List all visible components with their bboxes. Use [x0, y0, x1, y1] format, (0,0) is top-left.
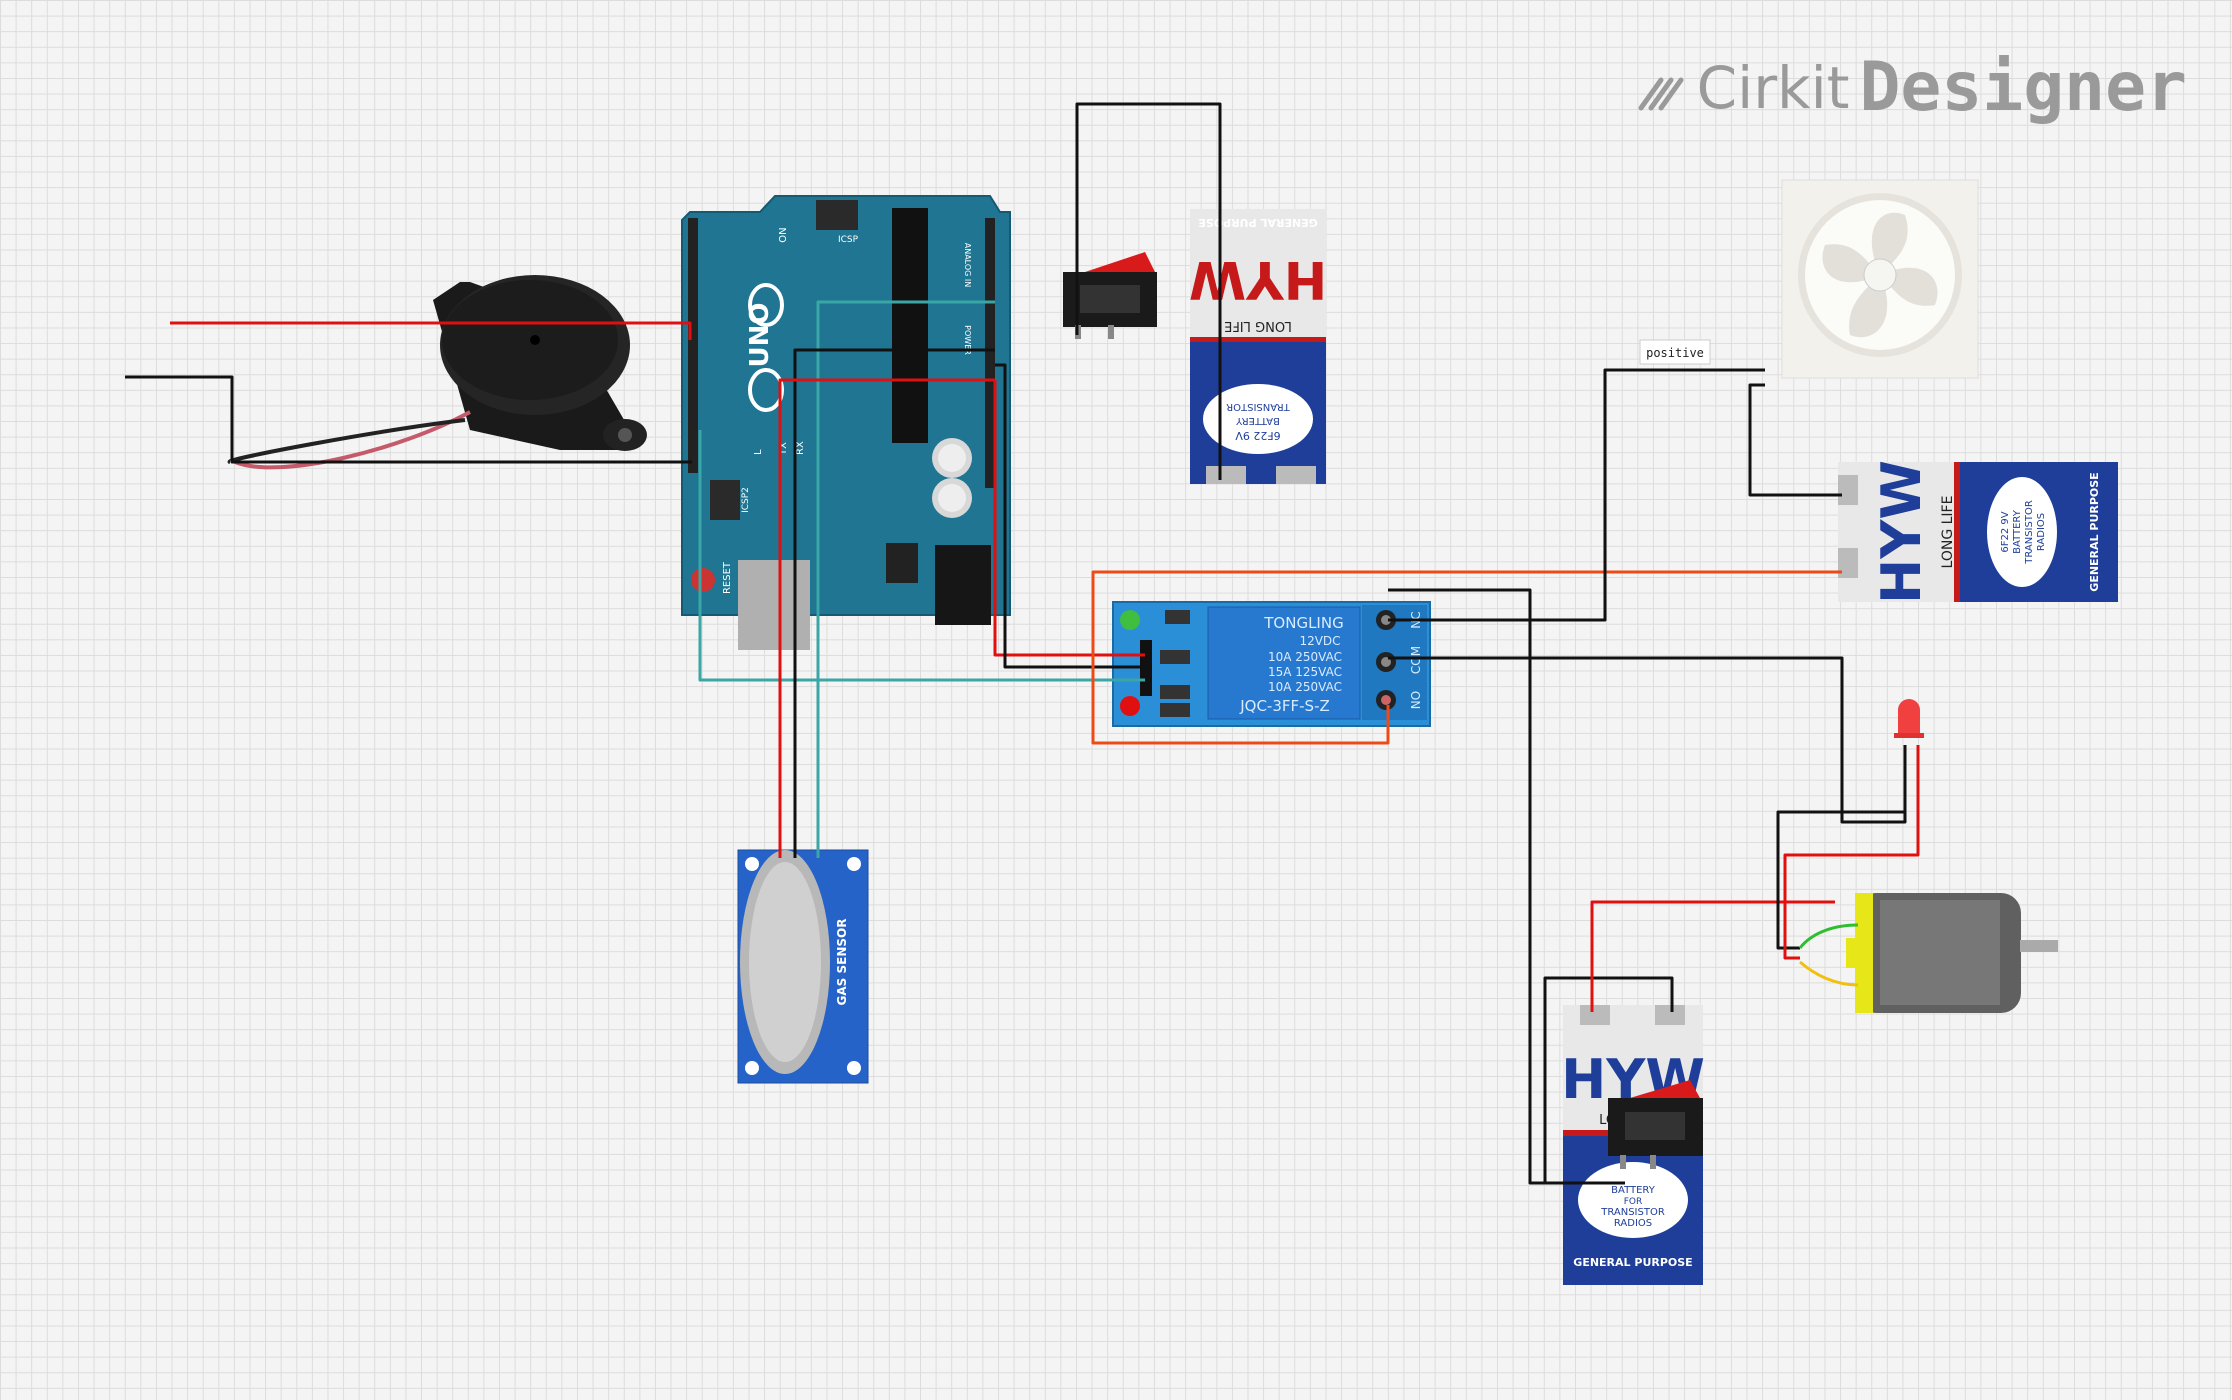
wire-teal-a0-gas[interactable] — [816, 300, 995, 858]
cirkit-brand-text: Cirkit — [1696, 53, 1850, 122]
net-label-positive-text: positive — [1646, 346, 1704, 360]
rocker-switch-2[interactable] — [1608, 1080, 1703, 1169]
wire-relay-com-switch2[interactable] — [1388, 588, 1625, 1185]
battery-top-spec: 6F22 9V — [1235, 429, 1281, 442]
relay-rating-1: 12VDC — [1299, 634, 1340, 648]
wire-5v-gas[interactable] — [778, 378, 995, 858]
net-label-positive[interactable]: positive — [1639, 339, 1711, 365]
wire-motor-led-black[interactable] — [1776, 810, 1905, 950]
wire-motor-yellow[interactable] — [1799, 960, 1859, 987]
arduino-l-label: L — [753, 449, 764, 455]
relay-terminal-no: NO — [1409, 691, 1423, 709]
battery-top-spec2: BATTERY — [1235, 415, 1280, 426]
wire-relay-vcc[interactable] — [993, 380, 1145, 657]
wire-relay-com-motor[interactable] — [1388, 656, 1907, 824]
battery-right-spec5: RADIOS — [2036, 513, 2047, 551]
battery-right-spec2: BATTERY — [2012, 509, 2023, 554]
cirkit-designer-logo: Cirkit Designer — [1635, 48, 2187, 127]
wire-battery-switch2[interactable] — [1543, 976, 1674, 1183]
battery-bottom-spec5: RADIOS — [1614, 1218, 1652, 1229]
wire-orange-battery-relay[interactable] — [1091, 570, 1842, 745]
arduino-on-label: ON — [778, 227, 789, 242]
wires — [125, 102, 1920, 1185]
wire-teal-relay-in[interactable] — [698, 430, 1145, 682]
arduino-power-label: POWER — [963, 325, 972, 355]
dc-motor[interactable] — [1846, 893, 2058, 1013]
battery-bottom-spec2: BATTERY — [1611, 1185, 1656, 1196]
relay-module[interactable]: TONGLING 12VDC 10A 250VAC 15A 125VAC 10A… — [1112, 601, 1431, 727]
designer-product-text: Designer — [1859, 48, 2187, 127]
battery-right-longlife: LONG LIFE — [1940, 496, 1956, 569]
arduino-model-label: UNO — [745, 303, 775, 368]
wire-gnd-gas[interactable] — [793, 348, 995, 858]
arduino-icsp-label: ICSP — [838, 235, 859, 245]
arduino-icsp2-label: ICSP2 — [741, 487, 751, 513]
wire-motor-led-red[interactable] — [1783, 745, 1920, 960]
battery-right-spec: 6F22 9V — [2000, 511, 2011, 552]
arduino-rx-label: RX — [795, 441, 806, 455]
rocker-switch-1[interactable] — [1063, 252, 1157, 339]
wire-buzzer-red[interactable] — [170, 321, 692, 340]
relay-model: JQC-3FF-S-Z — [1239, 697, 1330, 715]
battery-bottom-spec3: FOR — [1624, 1197, 1643, 1207]
relay-rating-4: 10A 250VAC — [1268, 680, 1342, 694]
battery-bottom-spec4: TRANSISTOR — [1600, 1207, 1665, 1218]
battery-top-brand: HYW — [1189, 249, 1328, 309]
gas-sensor-label: GAS SENSOR — [835, 919, 849, 1006]
battery-right-spec4: TRANSISTOR — [2024, 500, 2035, 565]
cirkit-logo-icon — [1638, 77, 1684, 110]
battery-top-purpose: GENERAL PURPOSE — [1198, 216, 1317, 229]
battery-bottom-purpose: GENERAL PURPOSE — [1573, 1256, 1692, 1269]
arduino-uno-board[interactable]: UNO RESET ON ICSP ICSP2 TX RX L ANALOG I… — [681, 195, 1011, 650]
wire-relay-gnd[interactable] — [995, 363, 1145, 669]
wire-fan-battery[interactable] — [1748, 383, 1842, 497]
wire-relay-fan[interactable] — [1388, 368, 1765, 622]
arduino-reset-label: RESET — [722, 561, 733, 594]
piezo-buzzer[interactable] — [227, 275, 647, 470]
battery-9v-top[interactable]: HYW LONG LIFE 6F22 9V BATTERY TRANSISTOR… — [1189, 209, 1328, 484]
gas-sensor-module[interactable]: GAS SENSOR — [737, 849, 869, 1084]
relay-terminal-com: COM — [1409, 646, 1423, 674]
wire-motor-red[interactable] — [1590, 900, 1835, 1012]
red-led[interactable] — [1894, 699, 1924, 738]
relay-rating-2: 10A 250VAC — [1268, 650, 1342, 664]
battery-top-longlife: LONG LIFE — [1224, 318, 1292, 333]
relay-brand: TONGLING — [1263, 614, 1343, 632]
wire-buzzer-black[interactable] — [125, 375, 692, 464]
wire-motor-green[interactable] — [1798, 923, 1859, 949]
battery-right-brand: HYW — [1870, 460, 1933, 604]
arduino-analog-label: ANALOG IN — [963, 243, 972, 288]
battery-right-purpose: GENERAL PURPOSE — [2088, 472, 2101, 591]
relay-rating-3: 15A 125VAC — [1268, 665, 1342, 679]
wire-switch1-battery[interactable] — [1075, 102, 1222, 480]
battery-top-spec4: TRANSISTOR — [1226, 401, 1291, 412]
arduino-tx-label: TX — [778, 442, 789, 456]
battery-9v-right[interactable]: HYW LONG LIFE 6F22 9V BATTERY TRANSISTOR… — [1838, 460, 2118, 604]
exhaust-fan[interactable] — [1781, 179, 1979, 379]
